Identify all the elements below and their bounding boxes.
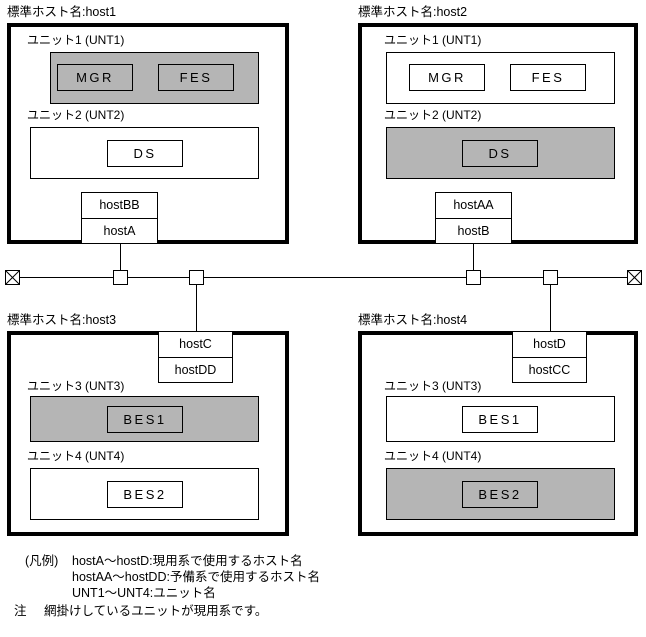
host3-hostname-active: hostC [159, 332, 232, 358]
host2-unit2-service-ds: DS [462, 140, 538, 167]
host4-unit3-box [386, 396, 615, 442]
host4-drop-line [550, 277, 551, 331]
host2-hostname-box: hostAA hostB [435, 192, 512, 244]
host3-title: 標準ホスト名:host3 [7, 313, 117, 327]
host2-title: 標準ホスト名:host2 [358, 5, 468, 19]
host2-unit2-label: ユニット2 (UNT2) [384, 108, 482, 122]
host3-unit4-box [30, 468, 259, 520]
host4-unit4-service-bes2: BES2 [462, 481, 538, 508]
bus-terminator-right-icon [627, 270, 642, 285]
host1-unit2-label: ユニット2 (UNT2) [27, 108, 125, 122]
legend-line-3: UNT1〜UNT4:ユニット名 [72, 586, 216, 600]
host2-hostname-active: hostB [436, 218, 511, 243]
host2-unit1-label: ユニット1 (UNT1) [384, 33, 482, 47]
legend-label: (凡例) [25, 554, 59, 568]
host2-hostname-standby: hostAA [436, 193, 511, 219]
host1-hostname-standby: hostBB [82, 193, 157, 219]
host3-unit3-label: ユニット3 (UNT3) [27, 379, 125, 393]
host1-unit2-service-ds: DS [107, 140, 183, 167]
host4-unit4-box [386, 468, 615, 520]
host2-unit2-box [386, 127, 615, 179]
legend-line-2: hostAA〜hostDD:予備系で使用するホスト名 [72, 570, 320, 584]
host3-unit3-service-bes1: BES1 [107, 406, 183, 433]
host1-unit1-label: ユニット1 (UNT1) [27, 33, 125, 47]
host1-drop-line [120, 244, 121, 277]
host4-hostname-active: hostD [513, 332, 586, 358]
host4-hostname-box: hostD hostCC [512, 331, 587, 383]
network-tap-host2 [466, 270, 481, 285]
host1-hostname-active: hostA [82, 218, 157, 243]
host4-unit3-service-bes1: BES1 [462, 406, 538, 433]
host2-unit1-service-fes: FES [510, 64, 586, 91]
host3-hostname-box: hostC hostDD [158, 331, 233, 383]
host3-unit3-box [30, 396, 259, 442]
network-tap-host1 [113, 270, 128, 285]
host3-unit4-service-bes2: BES2 [107, 481, 183, 508]
host4-hostname-standby: hostCC [513, 357, 586, 382]
host1-title: 標準ホスト名:host1 [7, 5, 117, 19]
network-tap-host4 [543, 270, 558, 285]
network-tap-host3 [189, 270, 204, 285]
network-bus-line [12, 277, 634, 278]
host1-unit2-box [30, 127, 259, 179]
host1-unit1-service-mgr: MGR [57, 64, 133, 91]
host2-unit1-box [386, 52, 615, 104]
host4-unit3-label: ユニット3 (UNT3) [384, 379, 482, 393]
host3-unit4-label: ユニット4 (UNT4) [27, 449, 125, 463]
legend-line-1: hostA〜hostD:現用系で使用するホスト名 [72, 554, 303, 568]
host2-unit1-service-mgr: MGR [409, 64, 485, 91]
bus-terminator-left-icon [5, 270, 20, 285]
host3-drop-line [196, 277, 197, 331]
host1-unit1-box [50, 52, 259, 104]
host4-title: 標準ホスト名:host4 [358, 313, 468, 327]
host3-hostname-standby: hostDD [159, 357, 232, 382]
host2-drop-line [473, 244, 474, 277]
host1-hostname-box: hostBB hostA [81, 192, 158, 244]
legend-note-text: 網掛けしているユニットが現用系です。 [44, 604, 268, 618]
host4-unit4-label: ユニット4 (UNT4) [384, 449, 482, 463]
legend-note-label: 注 [14, 604, 27, 618]
host1-unit1-service-fes: FES [158, 64, 234, 91]
